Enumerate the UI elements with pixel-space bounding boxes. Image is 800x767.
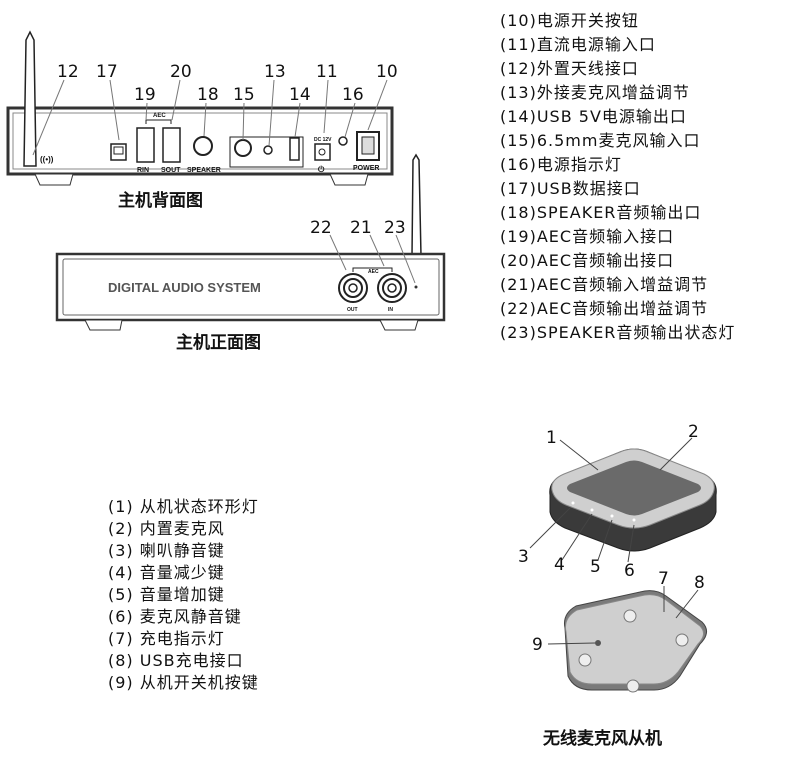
main-unit-front-view: DIGITAL AUDIO SYSTEM AEC OUT IN 22 21 23… <box>55 153 446 353</box>
speaker-status-led <box>414 285 418 289</box>
legend-item: (7) 充电指示灯 <box>108 629 225 648</box>
legend-item: (17)USB数据接口 <box>500 179 641 198</box>
legend-item: (1) 从机状态环形灯 <box>108 497 259 516</box>
legend-item: (12)外置天线接口 <box>500 59 639 78</box>
svg-text:IN: IN <box>388 307 393 313</box>
svg-text:SOUT: SOUT <box>161 167 181 174</box>
main-unit-back-view: ((•)) AEC RIN SOUT SPEAKER DC 12V ⏻ POWE… <box>6 30 398 211</box>
rin-terminal <box>136 127 155 163</box>
legend-item: (16)电源指示灯 <box>500 155 622 174</box>
svg-text:12: 12 <box>57 62 79 82</box>
legend-item: (3) 喇叭静音键 <box>108 541 225 560</box>
svg-text:2: 2 <box>688 422 699 442</box>
svg-text:16: 16 <box>342 85 364 105</box>
legend-item: (14)USB 5V电源输出口 <box>500 107 687 126</box>
svg-text:8: 8 <box>694 573 705 593</box>
svg-text:18: 18 <box>197 85 219 105</box>
slave-caption: 无线麦克风从机 <box>542 728 662 749</box>
svg-text:21: 21 <box>350 218 372 238</box>
brand-text: DIGITAL AUDIO SYSTEM <box>108 280 261 295</box>
svg-text:AEC: AEC <box>368 269 379 275</box>
legend-item: (13)外接麦克风增益调节 <box>500 83 690 102</box>
svg-text:1: 1 <box>546 428 557 448</box>
svg-text:5: 5 <box>590 557 601 577</box>
svg-text:3: 3 <box>518 547 529 567</box>
svg-text:13: 13 <box>264 62 286 82</box>
wireless-mic-slave: 1 2 3 4 5 6 7 8 9 无线麦克风从机 <box>518 422 717 749</box>
legend-item: (5) 音量增加键 <box>108 585 225 604</box>
legend-item: (21)AEC音频输入增益调节 <box>500 275 709 294</box>
svg-text:17: 17 <box>96 62 118 82</box>
svg-text:((•)): ((•)) <box>40 155 54 164</box>
legend-item: (2) 内置麦克风 <box>108 519 225 538</box>
main-unit-legend: (10)电源开关按钮 (11)直流电源输入口 (12)外置天线接口 (13)外接… <box>500 9 735 345</box>
svg-text:RIN: RIN <box>137 167 149 174</box>
svg-text:4: 4 <box>554 555 565 575</box>
legend-item: (23)SPEAKER音频输出状态灯 <box>500 323 736 342</box>
sout-terminal <box>162 127 181 163</box>
svg-text:OUT: OUT <box>347 307 358 313</box>
legend-item: (22)AEC音频输出增益调节 <box>500 299 709 318</box>
front-view-caption: 主机正面图 <box>176 332 261 353</box>
antenna <box>23 30 37 167</box>
speaker-jack <box>193 136 213 156</box>
svg-text:20: 20 <box>170 62 192 82</box>
svg-text:DC 12V: DC 12V <box>314 137 332 143</box>
legend-item: (18)SPEAKER音频输出口 <box>500 203 702 222</box>
legend-item: (10)电源开关按钮 <box>500 11 639 30</box>
svg-text:19: 19 <box>134 85 156 105</box>
svg-text:10: 10 <box>376 62 398 82</box>
svg-text:15: 15 <box>233 85 255 105</box>
svg-text:23: 23 <box>384 218 406 238</box>
svg-text:14: 14 <box>289 85 311 105</box>
svg-text:6: 6 <box>624 561 635 581</box>
legend-item: (19)AEC音频输入接口 <box>500 227 675 246</box>
back-view-caption: 主机背面图 <box>118 190 203 211</box>
legend-item: (11)直流电源输入口 <box>500 35 656 54</box>
svg-text:22: 22 <box>310 218 332 238</box>
antenna <box>411 153 422 257</box>
usb-5v-port <box>289 137 300 161</box>
mic-gain-knob <box>263 145 273 155</box>
power-led <box>338 136 348 146</box>
svg-text:POWER: POWER <box>353 165 379 172</box>
svg-text:AEC: AEC <box>153 113 166 119</box>
legend-item: (6) 麦克风静音键 <box>108 607 242 626</box>
svg-text:11: 11 <box>316 62 338 82</box>
svg-text:7: 7 <box>658 569 669 589</box>
legend-item: (9) 从机开关机按键 <box>108 673 259 692</box>
legend-item: (4) 音量减少键 <box>108 563 225 582</box>
slave-legend: (1) 从机状态环形灯 (2) 内置麦克风 (3) 喇叭静音键 (4) 音量减少… <box>108 496 259 694</box>
dc-input <box>314 143 331 161</box>
svg-text:⏻: ⏻ <box>318 165 325 174</box>
mic-jack <box>234 139 252 157</box>
legend-item: (15)6.5mm麦克风输入口 <box>500 131 701 150</box>
svg-text:9: 9 <box>532 635 543 655</box>
svg-text:SPEAKER: SPEAKER <box>187 167 221 174</box>
legend-item: (20)AEC音频输出接口 <box>500 251 675 270</box>
legend-item: (8) USB充电接口 <box>108 651 244 670</box>
